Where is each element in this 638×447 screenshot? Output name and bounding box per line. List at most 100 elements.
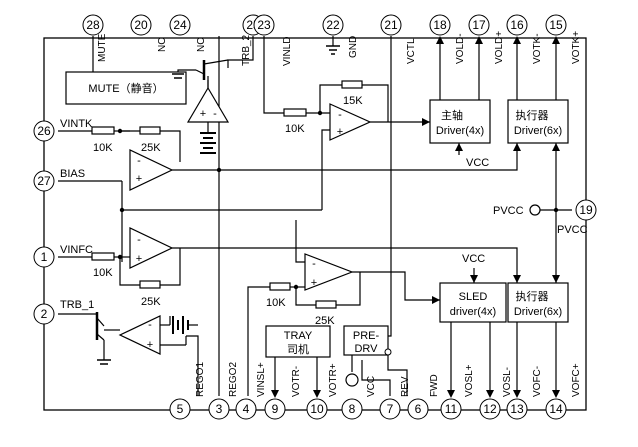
pin-28-label: MUTE [97,33,108,62]
resistor-fc-fb: 25K [139,280,161,308]
svg-text:11: 11 [445,402,458,416]
svg-text:21: 21 [384,18,398,32]
svg-text:26: 26 [37,124,51,138]
svg-text:driver(4x): driver(4x) [450,306,496,318]
pin-22-label: GND [348,36,359,58]
pin-9-label: VOTR- [291,366,302,397]
buffer-amp-top: + - [186,86,230,154]
svg-text:9: 9 [272,402,279,416]
pin-1-label: VINFC [60,244,93,256]
svg-text:Driver(6x): Driver(6x) [514,125,562,137]
svg-text:-: - [312,258,316,270]
pin-18: 18 [429,14,451,36]
pin-7: 7 [379,398,401,420]
pin-6-label: FWD [429,374,440,397]
pin-25-label: TRB_2 [241,34,252,66]
svg-text:13: 13 [510,402,524,416]
pin-17-label: VOLD+ [494,31,505,64]
ld-out-arrow [422,118,430,126]
svg-text:-: - [213,108,217,120]
pin-28: 28 [82,14,104,36]
opamp-ld: - + [329,103,372,141]
pin-5: 5 [169,398,191,420]
predrv-block: PRE- DRV [343,325,392,356]
svg-text:22: 22 [326,18,340,32]
svg-text:+: + [136,253,142,265]
svg-text:1: 1 [41,250,48,264]
resistor-sl-in: 10K [266,282,291,309]
pin-4: 4 [235,398,257,420]
svg-text:-: - [338,109,342,121]
pin-8-label: VCC [366,376,377,397]
pin-24: 24 [169,14,191,36]
tray-block: TRAY 司机 [265,325,331,358]
pin-1: 1 [33,246,55,268]
svg-text:23: 23 [257,18,271,32]
pin-15: 15 [545,14,567,36]
pin-12: 12 [479,398,501,420]
spindle-driver: 主轴 Driver(4x) [429,99,491,144]
transistor-trb2 [172,59,229,88]
sl-out-arrow [432,296,440,304]
svg-text:15: 15 [549,18,563,32]
resistor-ld-in: 10K [283,108,307,135]
focus-driver: 执行器 Driver(6x) [507,282,569,323]
svg-text:司机: 司机 [287,342,309,356]
pvcc-node-label: PVCC [493,205,524,217]
pvcc-node [529,204,541,216]
resistor-ld-fb: 15K [341,80,363,107]
pin-14: 14 [545,398,567,420]
pin-19: 19 [575,199,597,221]
svg-text:24: 24 [173,18,187,32]
pin-11-label: VOSL+ [464,364,475,397]
svg-text:PRE-: PRE- [353,330,380,342]
junction-dots [117,110,559,290]
pin-9: 9 [264,398,286,420]
svg-text:TRAY: TRAY [284,330,313,342]
svg-text:10K: 10K [93,142,113,154]
svg-text:6: 6 [415,402,422,416]
svg-text:3: 3 [216,402,223,416]
pin-17: 17 [468,14,490,36]
svg-text:16: 16 [510,18,524,32]
pin-16: 16 [506,14,528,36]
svg-text:+: + [311,277,317,289]
svg-text:19: 19 [579,203,593,217]
opamp-fc: - + [129,227,174,269]
svg-text:MUTE（静音）: MUTE（静音） [88,81,163,95]
pin-2-label: TRB_1 [60,299,94,311]
pin-26-label: VINTK [60,118,93,130]
pin-3: 3 [208,398,230,420]
pvcc-up-arrow [552,143,560,151]
svg-text:10K: 10K [266,297,286,309]
pin-20-label: NC [157,38,168,52]
svg-text:执行器: 执行器 [516,108,549,122]
pin-3-label: REGO2 [228,362,239,397]
pin-15-label: VOTK+ [571,31,582,64]
pin-7-label: REV [400,376,411,397]
pin-2: 2 [33,303,55,325]
pin-8: 8 [341,398,363,420]
resistor-tk-fb: 25K [139,126,161,154]
tk-driver-arrow [513,143,521,151]
svg-text:10: 10 [310,402,324,416]
pin-12-label: VOSL- [502,367,513,397]
svg-text:SLED: SLED [459,291,488,303]
svg-text:+: + [337,126,343,138]
transistor-trb1 [95,312,111,365]
pin-16-label: VOTK- [532,33,543,64]
svg-text:5: 5 [177,402,184,416]
pin-5-label: REGO1 [195,362,206,397]
sled-driver: SLED driver(4x) [439,282,507,323]
svg-text:+: + [200,108,206,120]
svg-text:25K: 25K [141,296,161,308]
pin-23: 23 [253,14,275,36]
svg-text:8: 8 [349,402,356,416]
svg-text:4: 4 [243,402,250,416]
svg-text:-: - [148,319,152,331]
svg-text:27: 27 [37,174,51,188]
svg-text:10K: 10K [285,123,305,135]
vcc-spindle-label: VCC [466,157,489,169]
mute-block: MUTE（静音） [65,71,187,105]
pin-18-label: VOLD- [455,33,466,64]
